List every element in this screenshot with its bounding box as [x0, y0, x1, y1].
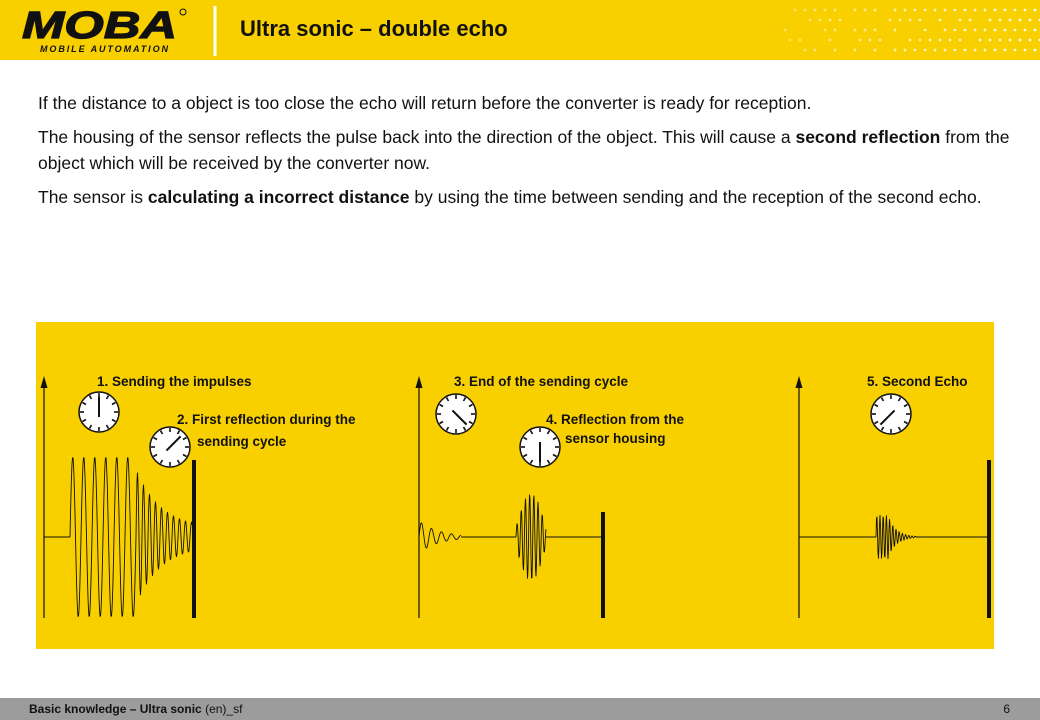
panel1-object-wall	[192, 460, 196, 618]
footer-caption-bold: Basic knowledge – Ultra sonic	[29, 702, 202, 716]
clock-step3-icon	[436, 394, 476, 434]
step2-label-line2: sending cycle	[197, 434, 287, 449]
panel2-axis-arrow	[416, 376, 423, 388]
clock-step4-icon	[520, 427, 560, 467]
waveforms	[44, 458, 987, 616]
clock-step5-icon	[871, 394, 911, 434]
panel2-ringdown	[419, 523, 461, 548]
paragraph-2: The housing of the sensor reflects the p…	[38, 124, 1018, 177]
panel3-object-wall	[987, 460, 991, 618]
paragraph-3: The sensor is calculating a incorrect di…	[38, 184, 1018, 211]
decorative-dots	[780, 0, 1040, 60]
paragraph-2-text-a: The housing of the sensor reflects the p…	[38, 127, 795, 147]
paragraph-3-text-a: The sensor is	[38, 187, 148, 207]
echo-diagram-svg: 1. Sending the impulses 2. First reflect…	[36, 322, 994, 649]
panel1-decay-echo	[136, 473, 192, 596]
panel2-object-wall	[601, 512, 605, 618]
header-bar: MOBA MOBILE AUTOMATION Ultra sonic – dou…	[0, 0, 1040, 60]
brand-subtitle: MOBILE AUTOMATION	[40, 44, 169, 54]
paragraph-1: If the distance to a object is too close…	[38, 90, 1018, 117]
step1-label: 1. Sending the impulses	[97, 374, 252, 389]
step5-label: 5. Second Echo	[867, 374, 968, 389]
clocks	[79, 392, 911, 467]
step4-label-line2: sensor housing	[565, 431, 666, 446]
panel2-first-echo	[516, 495, 546, 579]
footer-caption: Basic knowledge – Ultra sonic (en)_sf	[29, 702, 242, 716]
page-title: Ultra sonic – double echo	[240, 16, 508, 42]
panel3-second-echo	[876, 515, 916, 559]
page-number: 6	[1003, 702, 1010, 716]
step2-label-line1: 2. First reflection during the	[177, 412, 356, 427]
paragraph-1-text: If the distance to a object is too close…	[38, 93, 811, 113]
title-area: Ultra sonic – double echo	[222, 0, 1040, 60]
footer-caption-rest: (en)_sf	[202, 702, 243, 716]
step3-label: 3. End of the sending cycle	[454, 374, 629, 389]
footer-bar: Basic knowledge – Ultra sonic (en)_sf 6	[0, 698, 1040, 720]
clock-step2-icon	[150, 427, 190, 467]
brand-text: MOBA	[22, 5, 177, 47]
panel1-transmit-burst	[70, 458, 136, 616]
panel1-axis-arrow	[41, 376, 48, 388]
paragraph-3-bold: calculating a incorrect distance	[148, 187, 410, 207]
echo-diagram: 1. Sending the impulses 2. First reflect…	[36, 322, 994, 649]
panel3-axis-arrow	[796, 376, 803, 388]
moba-logo: MOBA MOBILE AUTOMATION	[0, 0, 222, 60]
clock-step1-icon	[79, 392, 119, 432]
paragraph-3-text-b: by using the time between sending and th…	[410, 187, 982, 207]
step4-label-line1: 4. Reflection from the	[546, 412, 685, 427]
paragraph-2-bold: second reflection	[795, 127, 940, 147]
body-text: If the distance to a object is too close…	[38, 90, 1018, 217]
